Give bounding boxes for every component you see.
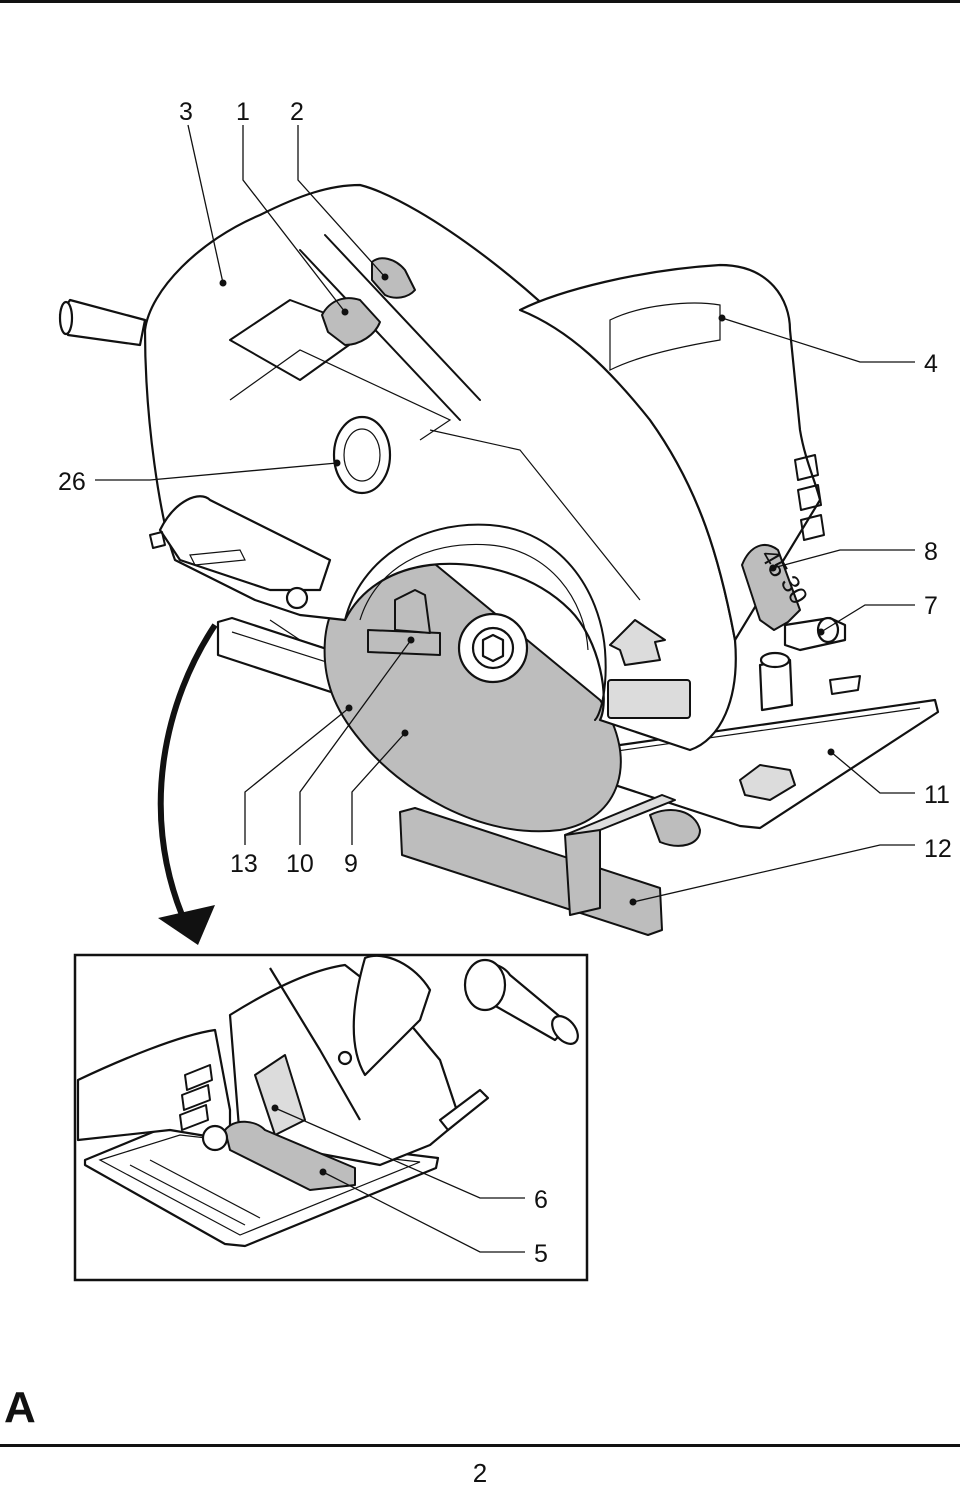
callout-11: 11 [924,781,950,809]
circular-saw-illustration: 45 30 [58,98,952,1282]
callout-2: 2 [290,98,304,126]
riving-knife [367,589,441,656]
bevel-lock-knob [758,616,847,712]
bevel-quadrant: 45 30 [741,544,813,631]
saw-body [143,183,825,752]
leader-lines [95,124,915,903]
inset-detail: 6 5 [73,953,589,1282]
callout-1: 1 [236,98,250,126]
detail-arrow [157,623,218,945]
callout-labels: 3 1 2 4 26 8 7 11 12 13 10 9 [58,98,952,878]
blade-nut [457,612,529,684]
callout-13: 13 [230,850,258,878]
spindle-lock [332,415,392,495]
callout-5: 5 [534,1240,548,1268]
callout-12: 12 [924,835,952,863]
callout-10: 10 [286,850,314,878]
switch-trigger [321,257,416,346]
callout-7: 7 [924,592,938,620]
parallel-fence [399,794,701,936]
front-housing [149,495,332,610]
top-rule [0,0,960,3]
front-handle [58,298,147,347]
callout-4: 4 [924,350,938,378]
callout-9: 9 [344,850,358,878]
callout-26: 26 [58,468,86,496]
bottom-rule [0,1444,960,1447]
callout-3: 3 [179,98,193,126]
callout-6: 6 [534,1186,548,1214]
callout-8: 8 [924,538,938,566]
figure-letter: A [4,1383,36,1432]
page-number: 2 [472,1458,488,1488]
